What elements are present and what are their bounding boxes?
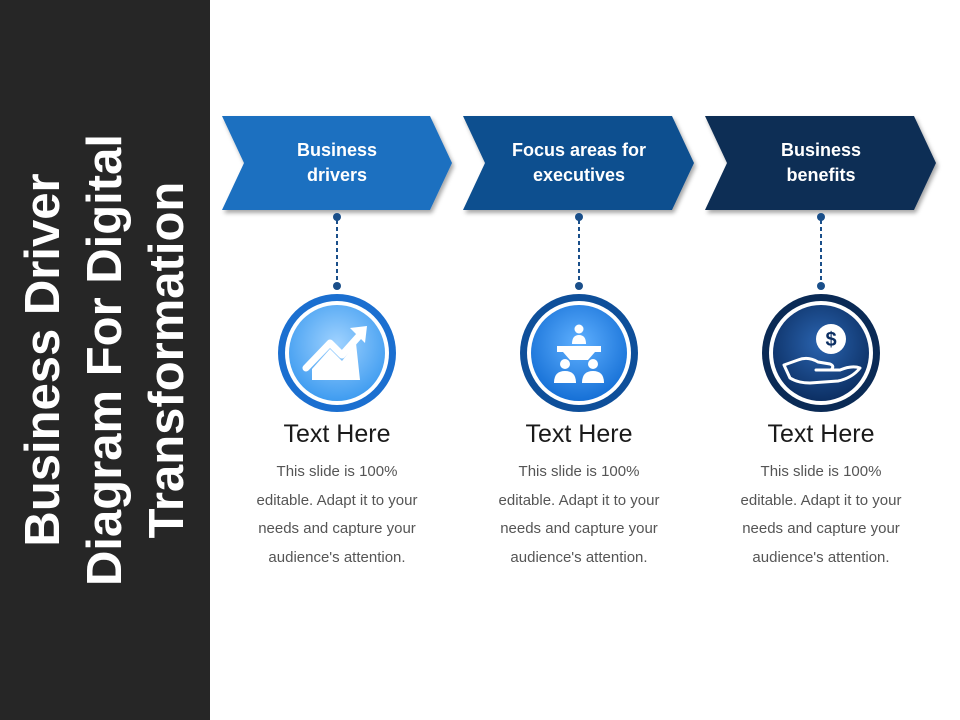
card-title-3: Text Here	[767, 420, 875, 448]
connector-1	[333, 213, 341, 290]
growth-chart-icon	[278, 294, 396, 412]
chevron-label-focus-areas: Focus areas for executives	[511, 140, 647, 185]
svg-text:$: $	[825, 329, 836, 351]
connector-2	[575, 213, 583, 290]
chevron-label-business-benefits: Business benefits	[780, 140, 862, 185]
chevron-business-drivers	[222, 116, 452, 210]
hand-dollar-icon: $	[762, 294, 880, 412]
card-title-1: Text Here	[283, 420, 391, 448]
chevron-label-business-drivers: Business drivers	[296, 140, 378, 185]
chevron-business-benefits	[705, 116, 936, 210]
card-body-2: This slide is 100% editable. Adapt it to…	[498, 463, 660, 566]
chevron-focus-areas	[463, 116, 694, 210]
card-body-1: This slide is 100% editable. Adapt it to…	[256, 463, 418, 566]
card-body-3: This slide is 100% editable. Adapt it to…	[740, 463, 902, 566]
connector-3	[817, 213, 825, 290]
meeting-people-icon	[520, 294, 638, 412]
card-title-2: Text Here	[525, 420, 633, 448]
sidebar: Business Driver Diagram For Digital Tran…	[0, 0, 210, 720]
